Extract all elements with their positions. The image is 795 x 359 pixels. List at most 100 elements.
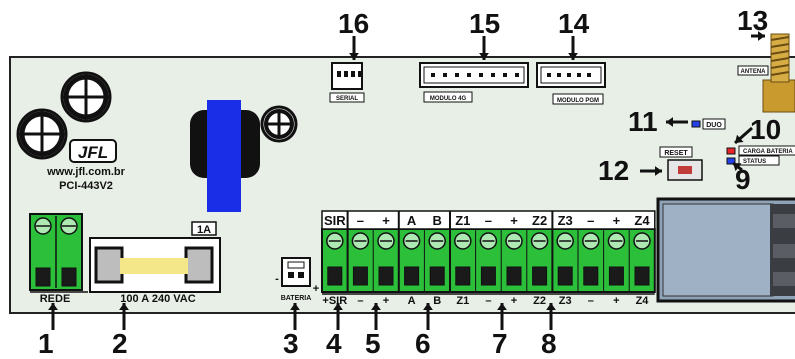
terminal-wire-entry <box>480 266 496 286</box>
arrow-head-icon <box>423 303 433 310</box>
module-4g-connector: MODULO 4G <box>419 62 529 103</box>
terminal-bottom-label: Z4 <box>636 295 650 307</box>
arrow-head-icon <box>333 303 343 310</box>
callout-10: 10 <box>750 114 782 145</box>
terminal-top-label: + <box>382 213 390 228</box>
antenna-label: ANTENA <box>741 69 767 75</box>
arrow-head-icon <box>733 163 742 172</box>
terminal-wire-entry <box>532 266 548 286</box>
callout-14: 14 <box>558 8 590 39</box>
mains-terminal-block <box>29 213 83 291</box>
terminal-wire-entry <box>404 266 420 286</box>
terminal-top-label: Z1 <box>455 213 470 228</box>
terminal-bottom-label: Z3 <box>559 295 572 307</box>
terminal-top-label: SIR <box>324 213 346 228</box>
terminal-wire-entry <box>327 266 343 286</box>
callout-7: 7 <box>492 328 508 359</box>
battery-plus: + <box>313 283 319 295</box>
terminal-top-label: B <box>433 213 442 228</box>
terminal-wire-entry <box>352 266 368 286</box>
terminal-wire-entry <box>608 266 624 286</box>
arrow-head-icon <box>48 303 58 310</box>
status-led: STATUS <box>726 155 780 166</box>
callout-2: 2 <box>112 328 128 359</box>
reset-button: RESET <box>659 146 703 181</box>
jfl-logo: JFL <box>69 139 117 163</box>
terminal-bottom-label: B <box>433 295 441 307</box>
status-label: STATUS <box>743 159 766 165</box>
terminal-bottom-label: + <box>613 295 619 307</box>
website-text: www.jfl.com.br <box>46 166 126 178</box>
transformer <box>190 100 260 212</box>
arrow-head-icon <box>479 53 489 60</box>
charge-led: CARGA BATERIA <box>726 145 795 156</box>
module-pgm-label: MODULO PGM <box>557 98 599 104</box>
serial-label: SERIAL <box>336 96 358 102</box>
communication-module <box>656 197 795 303</box>
duo-led: DUO <box>691 118 726 130</box>
callout-12: 12 <box>598 155 630 186</box>
callout-1: 1 <box>38 328 54 359</box>
terminal-bottom-label: – <box>357 295 363 307</box>
mains-spec: 100 A 240 VAC <box>120 293 195 305</box>
reset-label: RESET <box>664 150 688 157</box>
terminal-top-label: – <box>587 213 594 228</box>
terminal-top-label: Z2 <box>532 213 547 228</box>
terminal-bottom-label: + <box>383 295 389 307</box>
battery-connector: - + BATERIA <box>275 257 319 302</box>
terminal-bottom-label: + <box>511 295 517 307</box>
terminal-top-label: Z4 <box>634 213 650 228</box>
callout-15: 15 <box>469 8 501 39</box>
antenna-connector: ANTENA <box>737 33 795 113</box>
arrow-head-icon <box>666 117 673 127</box>
mounting-hole-icon <box>16 108 68 160</box>
fuse-rating: 1A <box>197 224 211 236</box>
terminal-top-label: + <box>510 213 518 228</box>
arrow-head-icon <box>655 166 662 176</box>
callout-9: 9 <box>735 164 751 195</box>
terminal-bottom-label: – <box>588 295 594 307</box>
charge-label: CARGA BATERIA <box>743 149 793 155</box>
terminal-bottom-label: – <box>485 295 491 307</box>
battery-minus: - <box>275 273 279 285</box>
terminal-wire-entry <box>506 266 522 286</box>
brand-text: JFL <box>78 143 108 162</box>
callout-4: 4 <box>326 328 342 359</box>
module-4g-label: MODULO 4G <box>430 96 467 102</box>
callout-3: 3 <box>283 328 299 359</box>
arrow-head-icon <box>735 134 744 143</box>
terminal-wire-entry <box>583 266 599 286</box>
callout-11: 11 <box>628 106 658 137</box>
terminal-wire-entry <box>557 266 573 286</box>
model-text: PCI-443V2 <box>59 180 113 192</box>
terminal-top-label: – <box>357 213 364 228</box>
terminal-top-label: + <box>613 213 621 228</box>
callout-6: 6 <box>415 328 431 359</box>
terminal-wire-entry <box>634 266 650 286</box>
terminal-bottom-label: A <box>408 295 416 307</box>
battery-label: BATERIA <box>281 295 312 302</box>
arrow-head-icon <box>497 303 507 310</box>
mains-label: REDE <box>40 293 71 305</box>
arrow-head-icon <box>568 53 578 60</box>
terminal-top-label: A <box>407 213 417 228</box>
terminal-wire-entry <box>429 266 445 286</box>
arrow-head-icon <box>349 53 359 60</box>
callout-arrows <box>48 31 765 330</box>
callout-8: 8 <box>541 328 557 359</box>
serial-connector: SERIAL <box>329 62 365 103</box>
mounting-hole-icon <box>60 71 112 123</box>
terminal-wire-entry <box>455 266 471 286</box>
duo-label: DUO <box>706 122 722 129</box>
callout-5: 5 <box>365 328 381 359</box>
module-pgm-connector: MODULO PGM <box>536 62 606 105</box>
terminal-top-label: Z3 <box>558 213 573 228</box>
callout-13: 13 <box>737 5 769 36</box>
terminal-top-label: – <box>485 213 492 228</box>
terminal-bottom-label: Z1 <box>456 295 469 307</box>
terminal-bottom-label: +SIR <box>322 295 347 307</box>
callout-16: 16 <box>338 8 370 39</box>
arrow-head-icon <box>758 31 765 41</box>
